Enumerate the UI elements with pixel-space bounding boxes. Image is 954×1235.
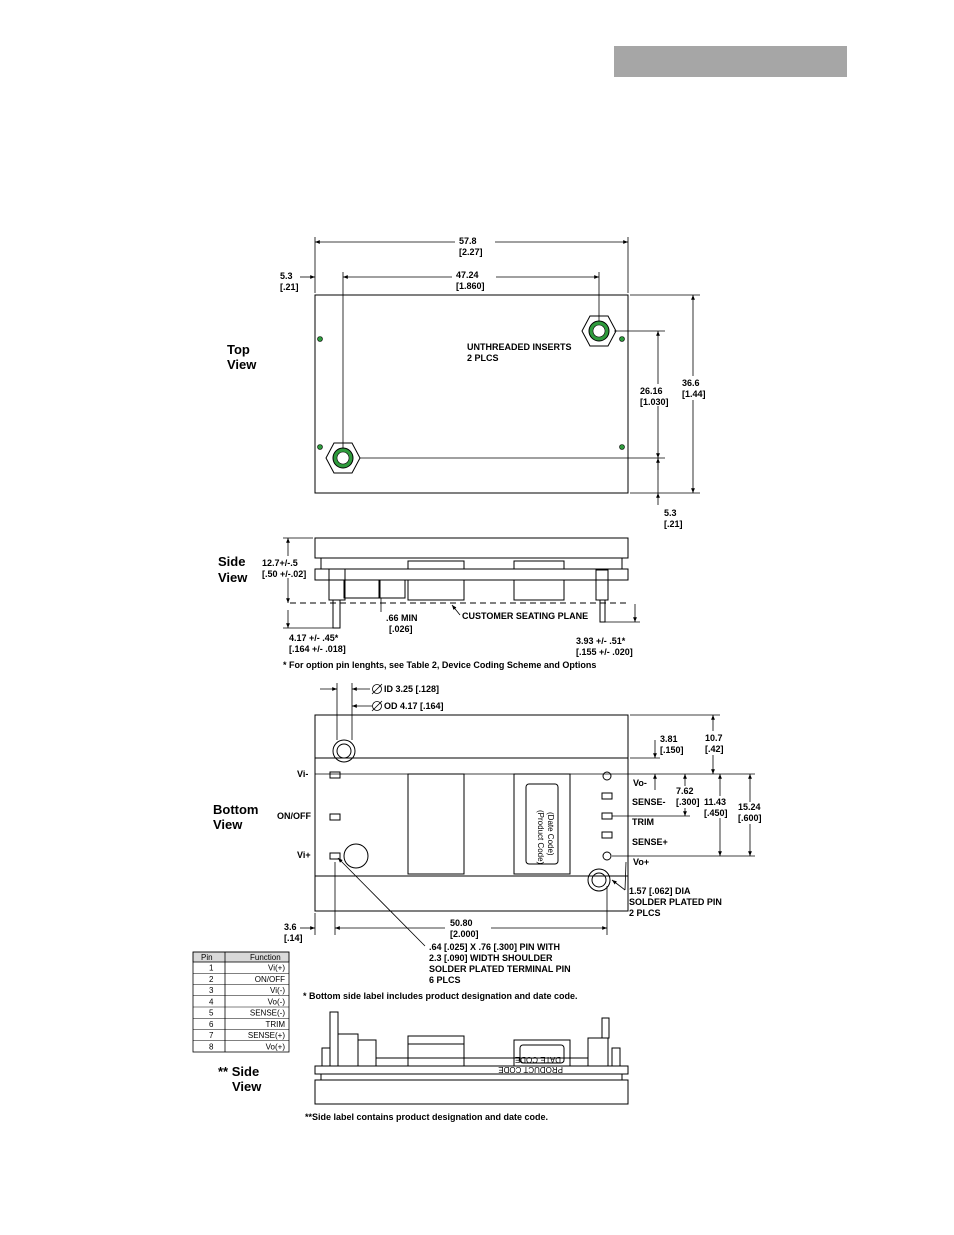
pin-vo-minus: Vo- — [633, 778, 647, 788]
side-view-label-1: Side — [218, 554, 245, 569]
pin-callout-1: .64 [.025] X .76 [.300] PIN WITH — [429, 942, 560, 952]
bottom-label-product: (Product Code) — [536, 810, 545, 865]
pin-table-pin-4: 4 — [209, 997, 214, 1006]
dim-vpitch-mm: 26.16 — [640, 386, 663, 396]
pin-callout-4: 6 PLCS — [429, 975, 461, 985]
insert-top-right — [581, 315, 617, 347]
dim-762-in: [.300] — [676, 797, 700, 807]
top-board-outline — [314, 294, 629, 494]
seating-plane-label: CUSTOMER SEATING PLANE — [462, 611, 588, 621]
pin-sense-plus: SENSE+ — [632, 837, 668, 847]
pin-table-pin-8: 8 — [209, 1042, 214, 1051]
dim-107-in: [.42] — [705, 744, 724, 754]
dim-508-mm: 50.80 — [450, 918, 473, 928]
dim-pitch-in: [1.860] — [456, 281, 485, 291]
bottom-view-label-2: View — [213, 817, 243, 832]
side-height-in: [.50 +/-.02] — [262, 569, 306, 579]
dim-381-mm: 3.81 — [660, 734, 678, 744]
dim-boffset-mm: 5.3 — [664, 508, 677, 518]
bottom-view: Bottom View ID 3.25 [.128] OD 4.17 [.164… — [213, 683, 766, 1001]
pin-table-function-3: Vi(-) — [270, 986, 285, 995]
side2-footnote: **Side label contains product designatio… — [305, 1112, 548, 1122]
top-view: Top View 57.8 [2.27] 47.24 [1.860] 5.3 [… — [227, 234, 710, 529]
dim-508-in: [2.000] — [450, 929, 479, 939]
side-min-mm: .66 MIN — [386, 613, 418, 623]
side-footnote: * For option pin lenghts, see Table 2, D… — [283, 660, 596, 670]
pin-table-function-7: SENSE(+) — [248, 1031, 285, 1040]
pin-trim: TRIM — [632, 817, 654, 827]
pin-table-pin-2: 2 — [209, 975, 214, 984]
dim-offset-mm: 5.3 — [280, 271, 293, 281]
dim-height-in: [1.44] — [682, 389, 706, 399]
pin-table-function-4: Vo(-) — [268, 997, 286, 1006]
top-view-label-2: View — [227, 357, 257, 372]
pin-table-function-1: Vi(+) — [268, 964, 285, 973]
pin-callout-3: SOLDER PLATED TERMINAL PIN — [429, 964, 571, 974]
bottom-od-label: OD 4.17 [.164] — [384, 701, 444, 711]
side-pinlen-mm: 4.17 +/- .45* — [289, 633, 339, 643]
pin-vo-plus: Vo+ — [633, 857, 649, 867]
pin-sense-minus: SENSE- — [632, 797, 666, 807]
pin-table-pin-1: 1 — [209, 964, 214, 973]
header-bar — [614, 46, 847, 77]
side-view: Side View CUSTOMER SEATING PLANE 12.7+/-… — [218, 537, 640, 670]
pin-vi-plus: Vi+ — [297, 850, 311, 860]
side2-label-1: ** Side — [218, 1064, 259, 1079]
pin-on-off: ON/OFF — [277, 811, 311, 821]
dim-width-in: [2.27] — [459, 247, 483, 257]
insert-bottom-left — [325, 442, 361, 474]
pin-table-function-8: Vo(+) — [266, 1042, 286, 1051]
inserts-label-2: 2 PLCS — [467, 353, 499, 363]
bottom-label-date: (Date Code) — [546, 812, 555, 856]
pin-table-function-6: TRIM — [265, 1020, 285, 1029]
bottom-view-label-1: Bottom — [213, 802, 259, 817]
dim-width-mm: 57.8 — [459, 236, 477, 246]
pin-table-function-2: ON/OFF — [255, 975, 285, 984]
dim-1524-mm: 15.24 — [738, 802, 761, 812]
top-view-label-1: Top — [227, 342, 250, 357]
dia-callout-3: 2 PLCS — [629, 908, 661, 918]
dim-381-in: [.150] — [660, 745, 684, 755]
pin-callout-2: 2.3 [.090] WIDTH SHOULDER — [429, 953, 553, 963]
side-height-mm: 12.7+/-.5 — [262, 558, 298, 568]
pin-table-pin-7: 7 — [209, 1031, 214, 1040]
side-pinlen-in: [.164 +/- .018] — [289, 644, 346, 654]
dia-callout-1: 1.57 [.062] DIA — [629, 886, 691, 896]
pin-table-header-pin: Pin — [201, 953, 213, 962]
pin-table-pin-5: 5 — [209, 1009, 214, 1018]
pin-table-function-5: SENSE(-) — [250, 1009, 285, 1018]
dim-boffset-in: [.21] — [664, 519, 683, 529]
side-view-2: ** Side View DATE CODE PRODUCT CODE **Si… — [218, 1011, 629, 1122]
side2-label-2: View — [232, 1079, 262, 1094]
dim-107-mm: 10.7 — [705, 733, 723, 743]
dim-1524-in: [.600] — [738, 813, 762, 823]
pin-table-pin-3: 3 — [209, 986, 214, 995]
pin-table-pin-6: 6 — [209, 1020, 214, 1029]
side2-product-code: PRODUCT CODE — [498, 1065, 563, 1074]
dim-height-mm: 36.6 — [682, 378, 700, 388]
dim-762-mm: 7.62 — [676, 786, 694, 796]
dim-vpitch-in: [1.030] — [640, 397, 669, 407]
dim-36-mm: 3.6 — [284, 922, 297, 932]
inserts-label-1: UNTHREADED INSERTS — [467, 342, 572, 352]
side-min-in: [.026] — [389, 624, 413, 634]
dim-offset-in: [.21] — [280, 282, 299, 292]
side-pinlen2-mm: 3.93 +/- .51* — [576, 636, 626, 646]
dim-1143-mm: 11.43 — [704, 797, 726, 807]
dim-1143-in: [.450] — [704, 808, 728, 818]
dim-36-in: [.14] — [284, 933, 303, 943]
pin-vi-minus: Vi- — [297, 769, 308, 779]
bottom-footnote: * Bottom side label includes product des… — [303, 991, 578, 1001]
pin-table-header-function: Function — [250, 953, 281, 962]
side2-date-code: DATE CODE — [515, 1055, 561, 1064]
side-view-label-2: View — [218, 570, 248, 585]
dia-callout-2: SOLDER PLATED PIN — [629, 897, 722, 907]
bottom-id-label: ID 3.25 [.128] — [384, 684, 439, 694]
dim-pitch-mm: 47.24 — [456, 270, 479, 280]
side-pinlen2-in: [.155 +/- .020] — [576, 647, 633, 657]
